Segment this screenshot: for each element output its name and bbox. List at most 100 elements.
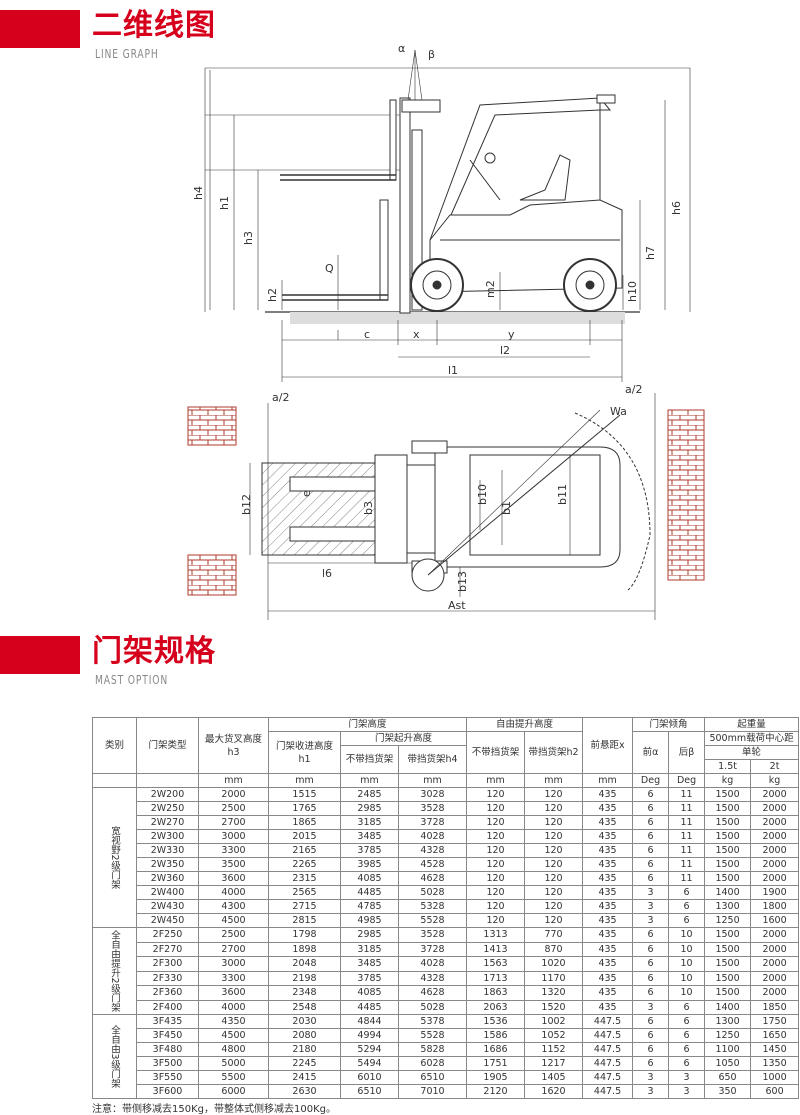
table-cell: 1713 [466,970,526,986]
table-cell: 120 [466,857,526,872]
table-cell: 4485 [340,885,399,900]
table-cell: 6 [668,913,706,928]
table-cell: 6 [632,801,670,816]
table-cell: 447.5 [582,1070,634,1086]
footnote: 注意：带侧移减去150Kg，带整体式侧移减去100Kg。 [92,1104,336,1115]
header-cap-15: 1.5t [704,759,752,774]
table-cell: 1500 [704,871,752,886]
label-h7: h7 [644,246,657,260]
table-cell: 1500 [704,956,752,972]
label-b3: b3 [362,501,375,515]
mast-type-cell: 2F330 [136,970,199,986]
table-cell: 4785 [340,899,399,914]
section-marker-line-graph [0,10,80,48]
table-cell: 4994 [340,1028,399,1044]
table-cell: 3185 [340,815,399,830]
table-cell: 447.5 [582,1056,634,1072]
table-cell: 10 [668,985,706,1001]
header-cap-2: 2t [750,759,800,774]
table-cell: 870 [524,941,584,957]
table-cell: 2180 [268,1042,341,1058]
table-cell: 2048 [268,956,341,972]
table-cell: 120 [524,843,584,858]
section-title-line-graph: 二维线图 [92,8,216,43]
table-cell: 3185 [340,941,399,957]
label-Wa: Wa [610,405,627,418]
table-cell: 3300 [198,970,269,986]
table-cell: 6 [632,1056,670,1072]
table-cell: 2500 [198,801,269,816]
label-m2: m2 [484,280,497,298]
table-cell: 120 [524,871,584,886]
table-cell: 1217 [524,1056,584,1072]
table-cell: 1798 [268,927,341,943]
table-cell: 3 [632,1070,670,1086]
table-cell: 120 [466,899,526,914]
table-cell: 4328 [397,970,468,986]
table-cell: 4000 [198,885,269,900]
mast-type-cell: 3F600 [136,1084,199,1100]
header-overhang: 前悬距x [582,717,634,774]
table-cell: 10 [668,970,706,986]
table-cell: 120 [466,843,526,858]
label-y: y [508,328,515,341]
table-cell: 1500 [704,857,752,872]
unit-cell: Deg [668,773,706,788]
unit-cell: mm [397,773,468,788]
section-title-mast-option: 门架规格 [92,634,216,669]
header-no-guard: 不带挡货架 [340,745,399,774]
table-cell: 1765 [268,801,341,816]
table-cell: 1751 [466,1056,526,1072]
table-cell: 1000 [750,1070,800,1086]
table-cell: 2198 [268,970,341,986]
label-l2: l2 [500,344,510,357]
table-cell: 1320 [524,985,584,1001]
table-cell: 5328 [397,899,468,914]
mast-type-cell: 3F480 [136,1042,199,1058]
table-cell: 2000 [750,956,800,972]
label-Ast: Ast [448,599,466,612]
table-cell: 3 [632,913,670,928]
table-cell: 435 [582,801,634,816]
table-cell: 3000 [198,956,269,972]
table-cell: 1152 [524,1042,584,1058]
table-cell: 2015 [268,829,341,844]
table-cell: 2080 [268,1028,341,1044]
table-cell: 120 [466,815,526,830]
table-cell: 3600 [198,871,269,886]
mast-type-cell: 2W250 [136,801,199,816]
mast-spec-table: 类别 门架类型 最大货叉高度 h3 门架高度 自由提升高度 前悬距x 门架倾角 … [92,717,800,1100]
table-cell: 2815 [268,913,341,928]
mast-type-cell: 2W450 [136,913,199,928]
mast-type-cell: 2F270 [136,941,199,957]
header-single-wheel: 单轮 [704,745,800,760]
table-cell: 1405 [524,1070,584,1086]
table-cell: 1052 [524,1028,584,1044]
label-l1: l1 [448,364,458,377]
table-cell: 3785 [340,970,399,986]
forklift-top-view: a/2 a/2 Wa b12 e b3 b10 b1 b11 l6 b13 As… [187,385,705,620]
table-cell: 3485 [340,956,399,972]
mast-type-cell: 2F300 [136,956,199,972]
table-cell: 1250 [704,1028,752,1044]
table-cell: 120 [466,829,526,844]
label-h3: h3 [242,231,255,245]
units-blank [92,773,137,788]
table-cell: 1850 [750,999,800,1016]
table-cell: 1020 [524,956,584,972]
table-cell: 1563 [466,956,526,972]
table-cell: 10 [668,941,706,957]
table-cell: 435 [582,970,634,986]
table-cell: 350 [704,1084,752,1100]
table-cell: 2063 [466,999,526,1016]
table-cell: 447.5 [582,1084,634,1100]
table-cell: 2700 [198,941,269,957]
